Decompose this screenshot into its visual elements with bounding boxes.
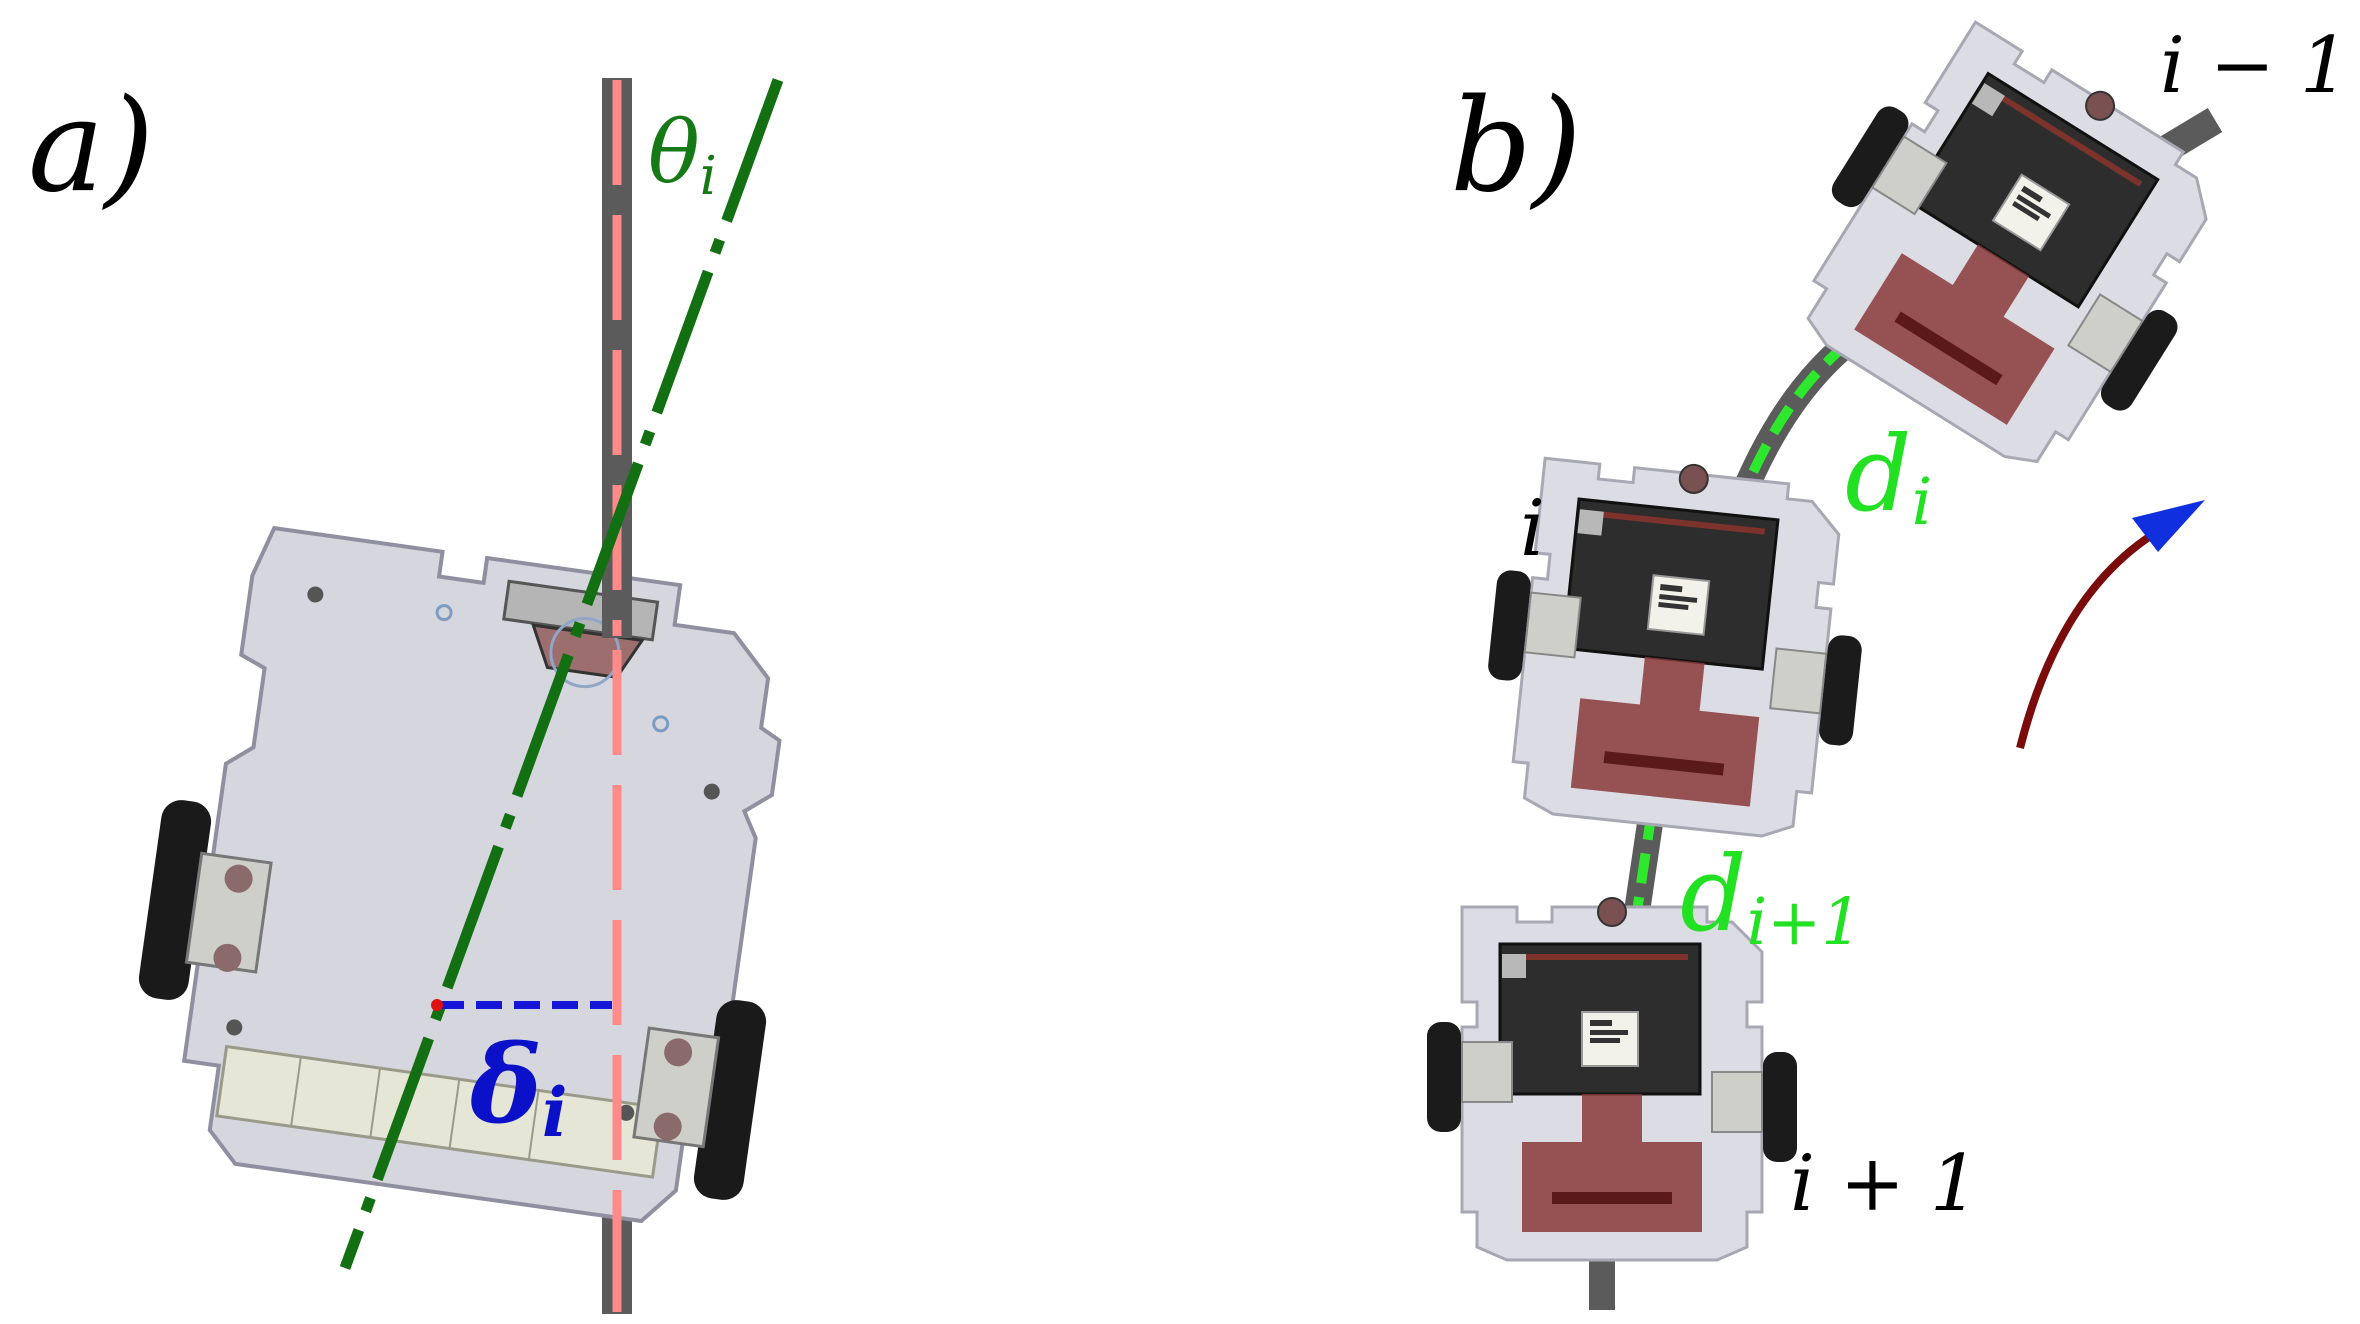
distance-i-label: di xyxy=(1845,413,1932,540)
right-wheel-icon xyxy=(632,1000,767,1200)
heading-line xyxy=(339,78,784,1270)
robot-prev-label: i − 1 xyxy=(2160,21,2350,111)
panel-b: b) i − 1 i i + 1 di di+1 xyxy=(1425,0,2350,1310)
left-wheel-icon xyxy=(138,800,273,1000)
panel-a-label: a) xyxy=(28,72,154,221)
delta-label: δi xyxy=(469,1022,567,1152)
direction-arrow-icon xyxy=(2132,500,2205,552)
robot-next-label: i + 1 xyxy=(1790,1139,1980,1229)
direction-arrow-shaft xyxy=(2016,526,2163,749)
offset-point xyxy=(431,999,443,1011)
panel-a: a) xyxy=(28,72,784,1314)
distance-i-plus-1-label: di+1 xyxy=(1680,833,1862,960)
panel-b-label: b) xyxy=(1450,72,1582,221)
robot-current-label: i xyxy=(1520,484,1545,574)
theta-label: θi xyxy=(648,103,717,207)
